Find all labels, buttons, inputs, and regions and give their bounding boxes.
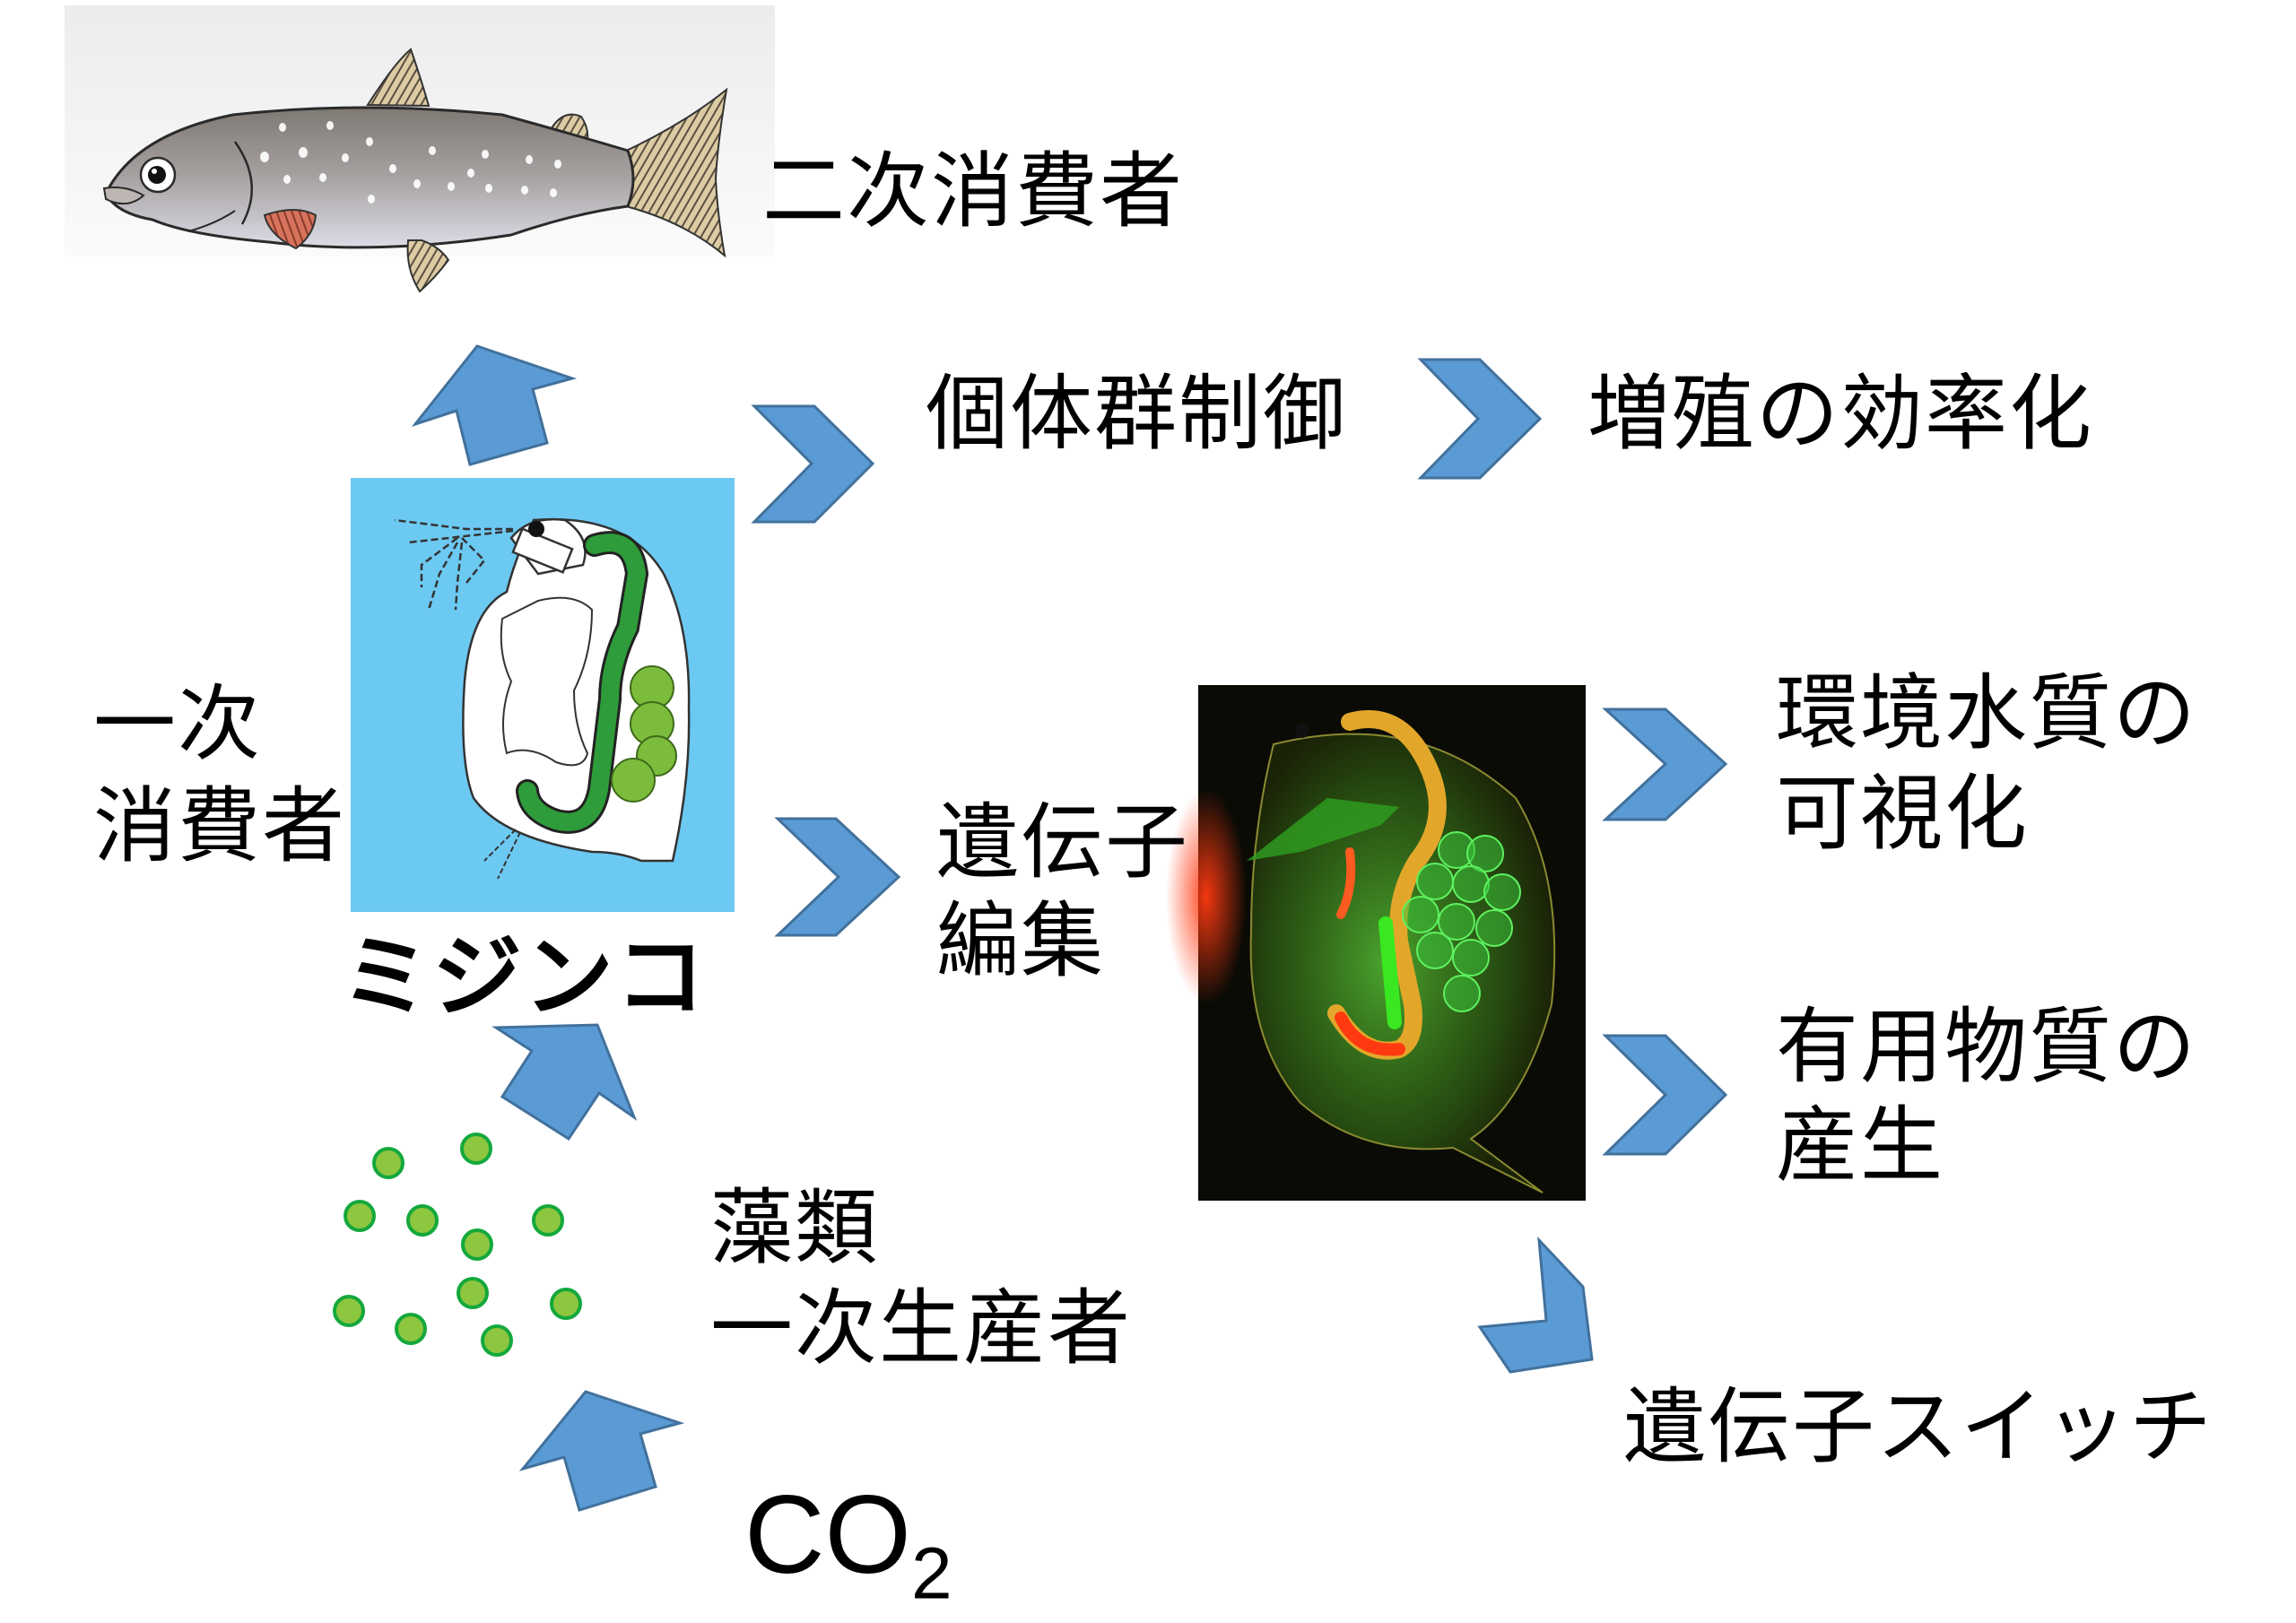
fish-illustration — [65, 5, 775, 293]
label-efficient-breeding: 増殖の効率化 — [1587, 366, 2094, 462]
tail-fin — [618, 87, 728, 258]
daphnia-gut — [518, 534, 647, 831]
label-population-control: 個体群制御 — [926, 366, 1348, 462]
daphnia-illustration — [351, 478, 735, 912]
gill-line — [233, 141, 253, 225]
label-genome-editing-line2: 編集 — [936, 893, 1106, 989]
algae-cell — [344, 1200, 376, 1232]
label-gene-switch: 遺伝子スイッチ — [1623, 1379, 2214, 1475]
pelvic-fin — [406, 239, 450, 293]
label-algae-line2: 一次生産者 — [710, 1280, 1133, 1376]
label-water-quality-line2: 可視化 — [1776, 766, 2030, 862]
algae-to-daphnia-arrow — [491, 1023, 638, 1141]
label-secondary-consumer: 二次消費者 — [762, 143, 1185, 239]
algae-cell — [457, 1277, 489, 1309]
fish-body — [104, 106, 635, 249]
daphnia-antennae — [394, 518, 514, 611]
co2-to-algae-arrow — [518, 1390, 685, 1512]
pectoral-fin — [263, 209, 317, 250]
label-primary-consumer-line1: 一次 — [93, 676, 263, 772]
gene-switch-chevron — [1477, 1236, 1594, 1374]
label-daphnia-name: ミジンコ — [341, 924, 707, 1029]
algae-cell — [406, 1204, 439, 1237]
daphnia-eggs — [611, 665, 677, 803]
label-useful-substances-line2: 産生 — [1776, 1098, 1945, 1193]
daphnia-eye — [528, 521, 544, 537]
label-water-quality-line1: 環境水質の — [1776, 665, 2198, 761]
label-primary-consumer-line2: 消費者 — [93, 778, 347, 874]
fluorescent-eggs — [1402, 831, 1521, 1012]
population-control-chevron — [751, 404, 875, 524]
fish-spots — [260, 121, 561, 204]
fluorescent-daphnia-photo — [1166, 685, 1586, 1201]
water-quality-chevron — [1602, 707, 1728, 821]
label-co2: CO2 — [744, 1480, 952, 1610]
breeding-chevron — [1417, 358, 1543, 480]
useful-substances-chevron — [1602, 1034, 1728, 1156]
co2-main: CO — [744, 1473, 911, 1597]
algae-cell — [395, 1313, 427, 1345]
algae-cell — [481, 1324, 513, 1357]
daphnia-to-fish-arrow — [411, 344, 578, 466]
algae-cell — [460, 1133, 492, 1165]
fish-mouth — [102, 187, 145, 205]
algae-cell — [532, 1204, 564, 1237]
label-useful-substances-line1: 有用物質の — [1776, 999, 2198, 1095]
dorsal-fin — [366, 48, 430, 108]
algae-cell — [550, 1288, 582, 1320]
algae-cell — [372, 1147, 404, 1179]
co2-subscript: 2 — [911, 1532, 952, 1615]
algae-cell — [333, 1295, 365, 1327]
label-genome-editing-line1: 遺伝子 — [936, 794, 1190, 890]
algae-cells — [333, 1133, 582, 1357]
label-algae-line1: 藻類 — [710, 1180, 880, 1276]
genome-editing-chevron — [774, 817, 901, 937]
algae-cell — [461, 1228, 493, 1261]
red-glow — [1166, 789, 1247, 1004]
